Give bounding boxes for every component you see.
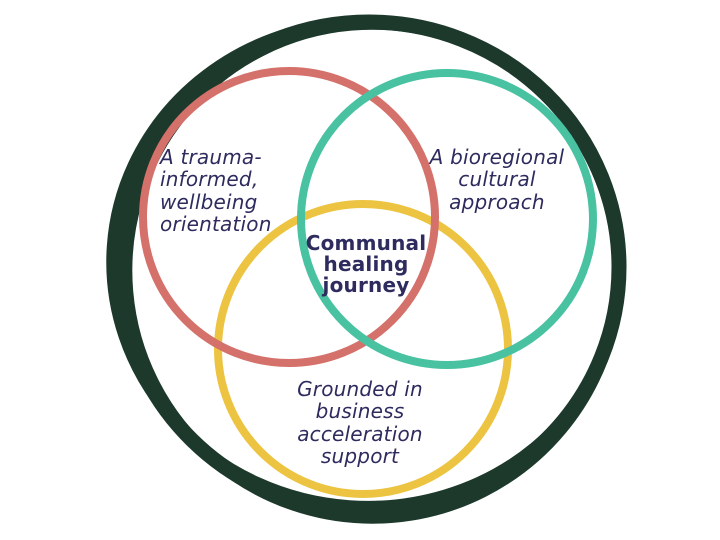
label-trauma-informed: A trauma- informed, wellbeing orientatio… (160, 145, 272, 237)
outer-ring (106, 14, 627, 524)
label-business-acceleration: Grounded in business acceleration suppor… (297, 377, 423, 469)
label-bioregional-cultural: A bioregional cultural approach (429, 145, 565, 214)
outer-ring-stroke (120, 17, 625, 524)
circle-trauma (139, 67, 439, 367)
circle-bioregional (297, 69, 597, 369)
label-communal-healing-journey: Communal healing journey (305, 231, 427, 297)
